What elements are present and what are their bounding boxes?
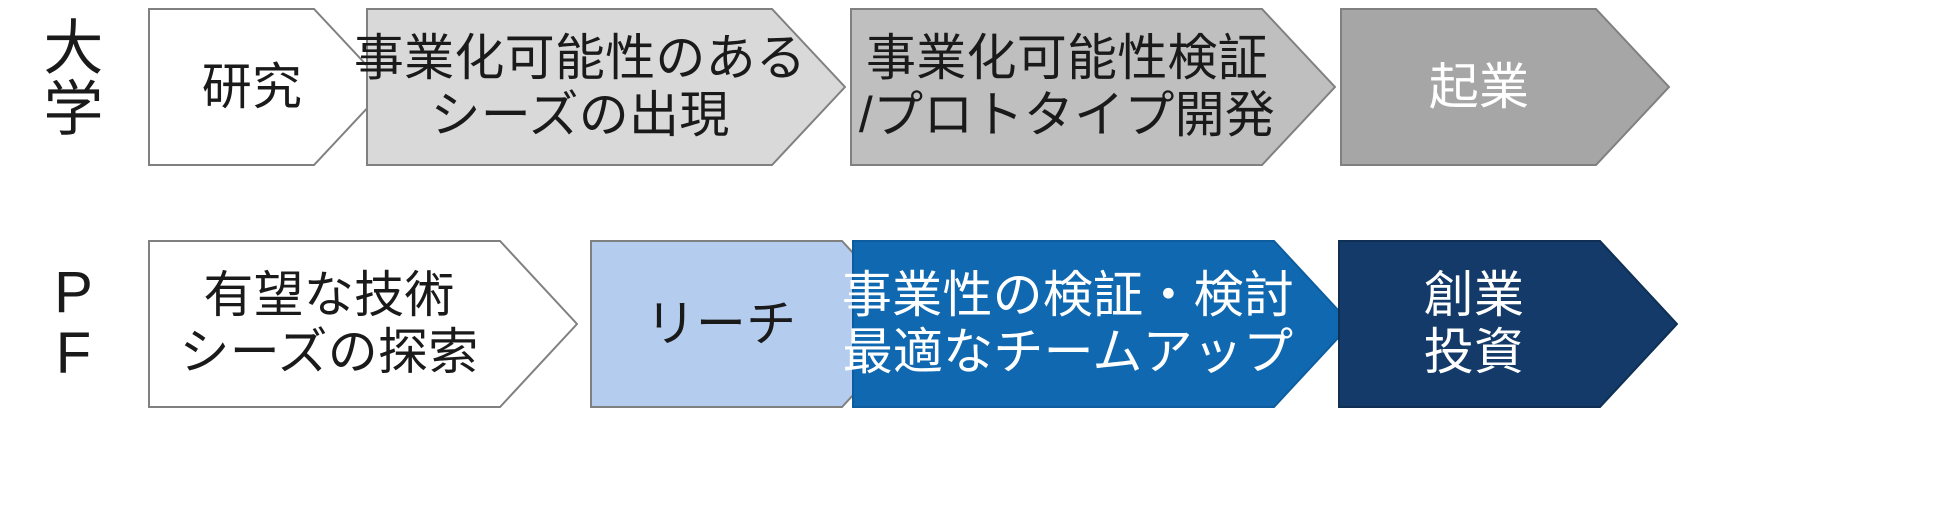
- chevron-shape: [850, 8, 1336, 166]
- chevron-shape: [1340, 8, 1670, 166]
- chevron-label: 事業化可能性検証 /プロトタイプ開発: [858, 30, 1276, 143]
- chevron-shape: [852, 240, 1352, 408]
- chevron-shape: [148, 8, 388, 166]
- chevron-label: 有望な技術 シーズの探索: [179, 267, 479, 380]
- chevron-shape: [366, 8, 846, 166]
- chevron-university-seeds-emergence[interactable]: 事業化可能性のある シーズの出現: [354, 8, 846, 166]
- chevron-pf-tech-seed-search[interactable]: 有望な技術 シーズの探索: [148, 240, 578, 408]
- chevron-label: リーチ: [645, 295, 797, 352]
- chevron-pf-reach[interactable]: リーチ: [590, 240, 920, 408]
- chevron-label: 事業性の検証・検討 最適なチームアップ: [841, 267, 1295, 380]
- chevron-shape: [148, 240, 578, 408]
- row-label-pf: P F: [54, 260, 94, 387]
- chevron-label: 事業化可能性のある シーズの出現: [353, 30, 807, 143]
- process-row-pf: P F 有望な技術 シーズの探索 リーチ 事業性の検証・検討 最適なチームアップ: [0, 232, 1950, 417]
- chevron-shape: [1338, 240, 1678, 408]
- chevron-pf-business-validation-teamup[interactable]: 事業性の検証・検討 最適なチームアップ: [842, 240, 1352, 408]
- chevron-label: 創業 投資: [1423, 267, 1525, 380]
- chevron-university-startup-founding[interactable]: 起業: [1340, 8, 1670, 166]
- chevron-pf-founding-investment[interactable]: 創業 投資: [1338, 240, 1678, 408]
- chevron-university-feasibility-prototype[interactable]: 事業化可能性検証 /プロトタイプ開発: [850, 8, 1336, 166]
- chevron-label: 研究: [201, 58, 303, 115]
- process-row-university: 大 学 研究 事業化可能性のある シーズの出現 事業化可能性検証 /プロトタイプ…: [0, 0, 1950, 180]
- chevron-label: 起業: [1428, 58, 1530, 115]
- row-label-university: 大 学: [43, 15, 105, 144]
- chevron-university-research[interactable]: 研究: [148, 8, 388, 166]
